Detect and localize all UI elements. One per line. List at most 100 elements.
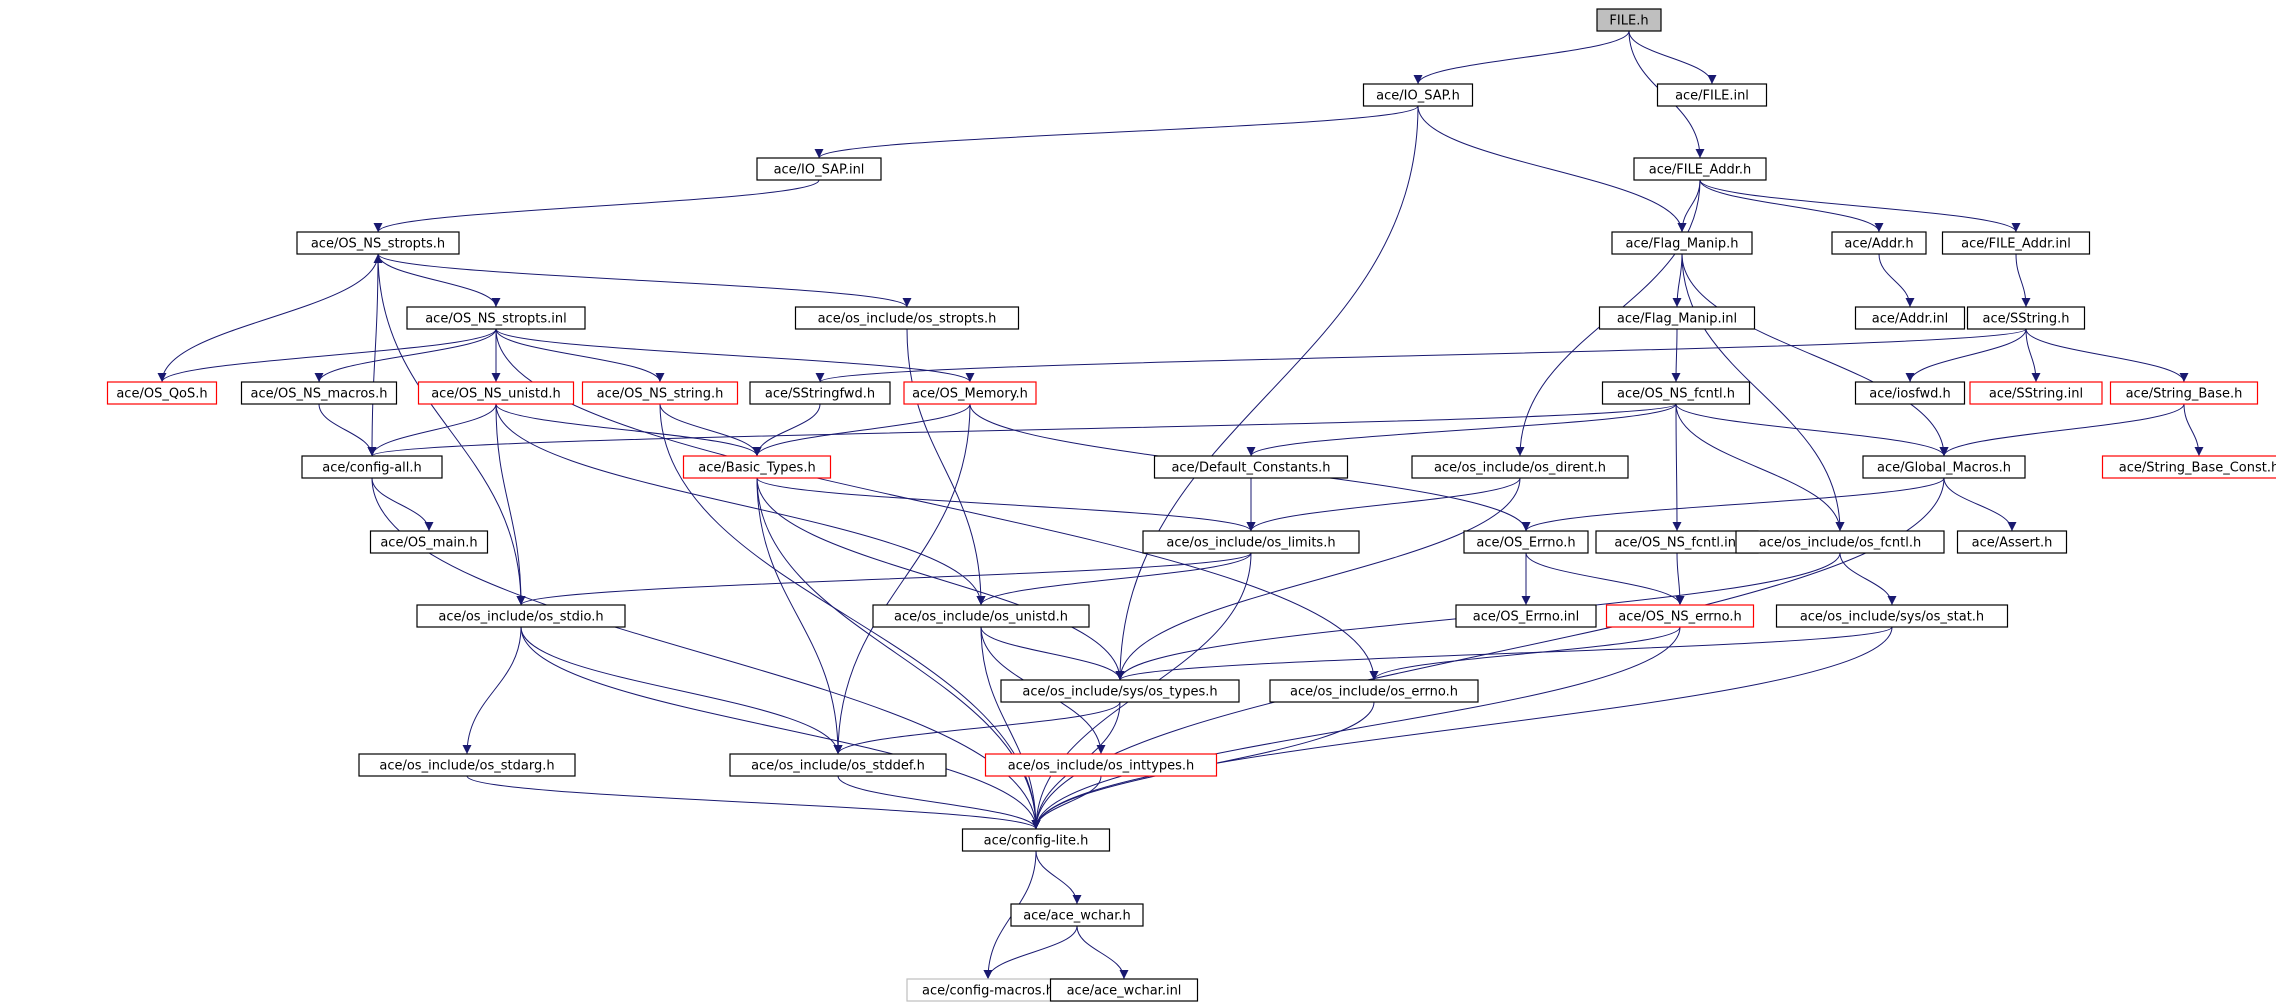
node-box (1455, 604, 1597, 628)
edge-file-addr-h-to-addr-h (1699, 179, 1884, 233)
node-sstring-h: ace/SString.h (1966, 306, 2086, 330)
node-config-lite-h: ace/config-lite.h (961, 828, 1111, 852)
edge-os-ns-stropts-h-to-os-stdio-h (377, 253, 526, 606)
node-box (756, 157, 882, 181)
edge-os-ns-errno-h-to-config-lite-h (1031, 626, 1681, 830)
node-os-stropts-h: ace/os_include/os_stropts.h (794, 306, 1020, 330)
node-file-inl: ace/FILE.inl (1656, 83, 1768, 107)
node-label: ace/Addr.h (1844, 237, 1913, 252)
node-os-qos-h: ace/OS_QoS.h (106, 381, 218, 405)
node-os-dirent-h: ace/os_include/os_dirent.h (1411, 455, 1629, 479)
node-label: ace/os_include/os_fcntl.h (1759, 536, 1921, 551)
node-box (1142, 530, 1360, 554)
node-label: ace/OS_QoS.h (116, 387, 207, 402)
node-os-types-h: ace/os_include/sys/os_types.h (1000, 679, 1240, 703)
node-label: ace/OS_NS_macros.h (251, 387, 388, 402)
edge-ace-wchar-h-to-config-macros-h (983, 925, 1078, 980)
node-label: FILE.h (1609, 14, 1648, 29)
edge-os-ns-stropts-h-to-config-all-h (367, 253, 379, 457)
edge-global-macros-h-to-os-errno-h (1521, 477, 1945, 532)
node-iosfwd-h: ace/iosfwd.h (1854, 381, 1966, 405)
node-label: ace/ace_wchar.inl (1067, 984, 1182, 999)
node-box (1656, 83, 1768, 107)
node-label: ace/SString.h (1983, 312, 2070, 327)
node-box (1854, 306, 1966, 330)
node-label: ace/config-lite.h (984, 834, 1089, 849)
node-os-errno-h: ace/OS_Errno.h (1463, 530, 1589, 554)
node-os-ns-fcntl-h: ace/OS_NS_fcntl.h (1601, 381, 1751, 405)
node-file-addr-inl: ace/FILE_Addr.inl (1941, 231, 2091, 255)
edge-os-stddef-h-to-config-lite-h (837, 775, 1041, 830)
node-os-ns-string-h: ace/OS_NS_string.h (581, 381, 739, 405)
edge-os-stdarg-h-to-config-lite-h (466, 775, 1041, 830)
edge-flag-manip-h-to-os-fcntl-h (1681, 253, 1845, 532)
edge-config-lite-h-to-ace-wchar-h (1035, 850, 1082, 905)
edge-os-stat-h-to-config-lite-h (1031, 626, 1893, 830)
node-box (872, 604, 1090, 628)
node-box (581, 381, 739, 405)
node-label: ace/SString.inl (1989, 387, 2083, 402)
node-label: ace/OS_NS_stropts.inl (425, 312, 567, 327)
edge-os-ns-stropts-inl-to-os-memory-h (495, 328, 975, 383)
edge-file-h-to-file-inl (1628, 30, 1717, 85)
node-box (1049, 978, 1199, 1002)
node-label: ace/FILE.inl (1675, 89, 1749, 104)
node-label: ace/OS_Errno.inl (1473, 610, 1579, 625)
node-sstring-inl: ace/SString.inl (1969, 381, 2103, 405)
node-io-sap-h: ace/IO_SAP.h (1362, 83, 1474, 107)
edge-os-ns-fcntl-h-to-default-constants-h (1246, 403, 1677, 457)
edge-os-unistd-h-to-config-lite-h (980, 626, 1041, 830)
node-box (1611, 231, 1753, 255)
edge-sstring-h-to-string-base-h (2025, 328, 2189, 383)
node-os-ns-unistd-h: ace/OS_NS_unistd.h (417, 381, 575, 405)
edge-os-qos-h-to-os-ns-stropts-h (161, 253, 383, 383)
edge-os-ns-unistd-h-to-basic-types-h (495, 403, 762, 457)
node-label: ace/os_include/os_stdarg.h (379, 759, 554, 774)
node-basic-types-h: ace/Basic_Types.h (682, 455, 832, 479)
node-box (984, 753, 1218, 777)
node-box (729, 753, 947, 777)
node-label: ace/os_include/os_stdio.h (438, 610, 603, 625)
node-label: ace/OS_NS_errno.h (1618, 610, 1742, 625)
edge-addr-h-to-addr-inl (1878, 253, 1915, 308)
node-box (1633, 157, 1767, 181)
node-box (416, 604, 626, 628)
edge-os-ns-fcntl-inl-to-os-ns-errno-h (1675, 552, 1685, 606)
edge-os-ns-fcntl-h-to-global-macros-h (1675, 403, 1949, 457)
node-string-base-const-h: ace/String_Base_Const.h (2101, 455, 2276, 479)
edge-file-h-to-io-sap-h (1413, 30, 1630, 85)
edge-os-ns-fcntl-h-to-os-fcntl-h (1675, 403, 1845, 532)
edge-os-stdio-h-to-config-lite-h (520, 626, 1041, 830)
node-box (1605, 604, 1755, 628)
node-box (106, 381, 218, 405)
node-box (2101, 455, 2276, 479)
node-label: ace/OS_Errno.h (1476, 536, 1575, 551)
node-os-errno-inl: ace/OS_Errno.inl (1455, 604, 1597, 628)
edge-os-limits-h-to-os-stdio-h (516, 552, 1252, 606)
node-file-addr-h: ace/FILE_Addr.h (1633, 157, 1767, 181)
node-label: ace/os_include/os_errno.h (1290, 685, 1458, 700)
node-addr-h: ace/Addr.h (1831, 231, 1927, 255)
edge-string-base-h-to-global-macros-h (1939, 403, 2185, 457)
node-global-macros-h: ace/Global_Macros.h (1862, 455, 2026, 479)
node-label: ace/Assert.h (1972, 536, 2053, 551)
node-label: ace/os_include/os_unistd.h (894, 610, 1068, 625)
node-box (296, 231, 460, 255)
node-box (1269, 679, 1479, 703)
node-label: ace/OS_NS_fcntl.inl (1614, 536, 1739, 551)
node-ace-wchar-h: ace/ace_wchar.h (1010, 903, 1144, 927)
node-label: ace/config-all.h (322, 461, 422, 476)
node-flag-manip-inl: ace/Flag_Manip.inl (1598, 306, 1756, 330)
node-label: ace/ace_wchar.h (1023, 909, 1131, 924)
edge-os-ns-stropts-inl-to-os-ns-string-h (495, 328, 665, 383)
node-sstringfwd-h: ace/SStringfwd.h (749, 381, 891, 405)
node-box (1601, 381, 1751, 405)
edge-basic-types-h-to-os-limits-h (756, 477, 1256, 532)
edge-os-stdio-h-to-os-stdarg-h (462, 626, 522, 755)
node-os-limits-h: ace/os_include/os_limits.h (1142, 530, 1360, 554)
node-os-ns-stropts-inl: ace/OS_NS_stropts.inl (406, 306, 586, 330)
node-label: ace/Flag_Manip.h (1626, 237, 1739, 252)
node-box (406, 306, 586, 330)
node-box (1362, 83, 1474, 107)
